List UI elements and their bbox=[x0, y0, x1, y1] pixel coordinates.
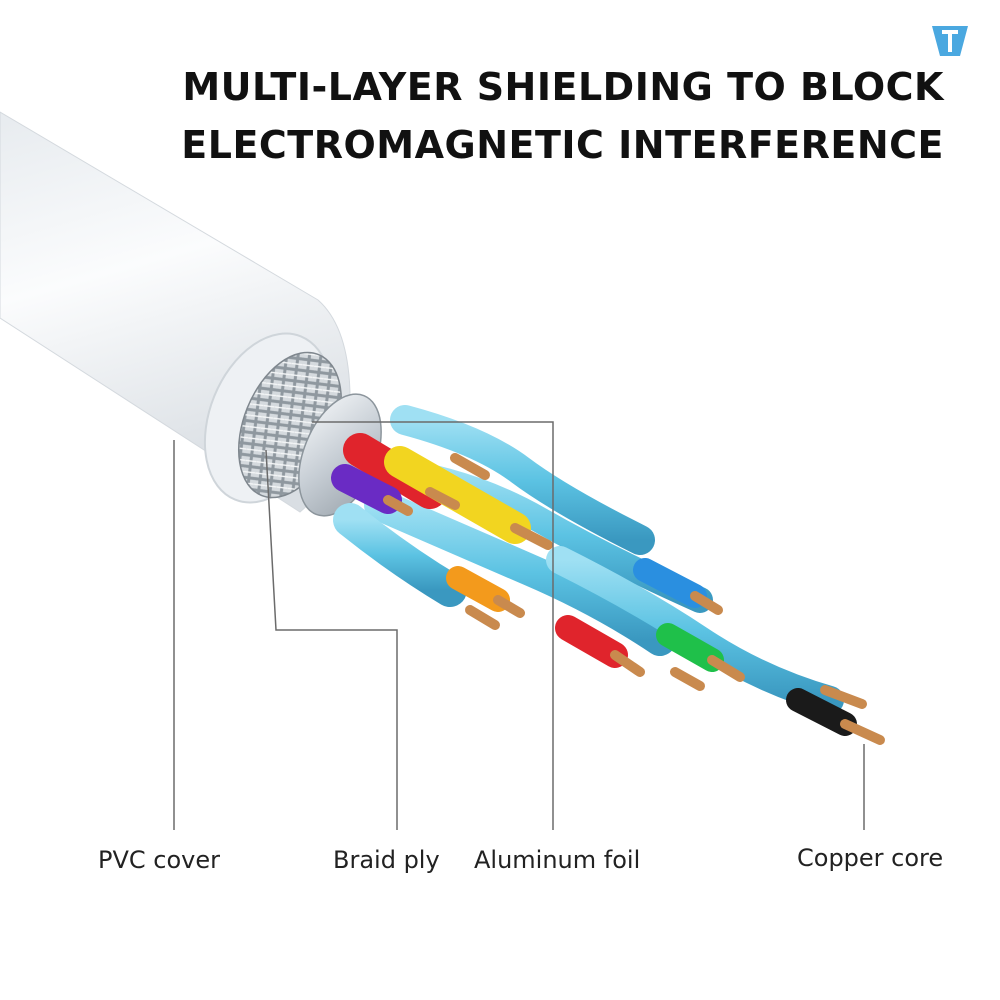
leader-lines bbox=[173, 421, 865, 830]
headline-line-1: MULTI-LAYER SHIELDING TO BLOCK bbox=[182, 65, 944, 109]
label-braid-ply: Braid ply bbox=[333, 846, 440, 874]
headline: MULTI-LAYER SHIELDING TO BLOCK ELECTROMA… bbox=[181, 58, 944, 174]
label-copper-core: Copper core bbox=[797, 844, 944, 872]
headline-line-2: ELECTROMAGNETIC INTERFERENCE bbox=[181, 123, 944, 167]
label-pvc-cover: PVC cover bbox=[98, 846, 220, 874]
insulated-wires bbox=[331, 433, 857, 736]
brand-logo-icon bbox=[932, 26, 968, 56]
copper-cores bbox=[383, 453, 885, 745]
braid-leader-line bbox=[265, 449, 398, 830]
label-aluminum-foil: Aluminum foil bbox=[474, 846, 641, 874]
foil-leader-line bbox=[312, 421, 554, 830]
